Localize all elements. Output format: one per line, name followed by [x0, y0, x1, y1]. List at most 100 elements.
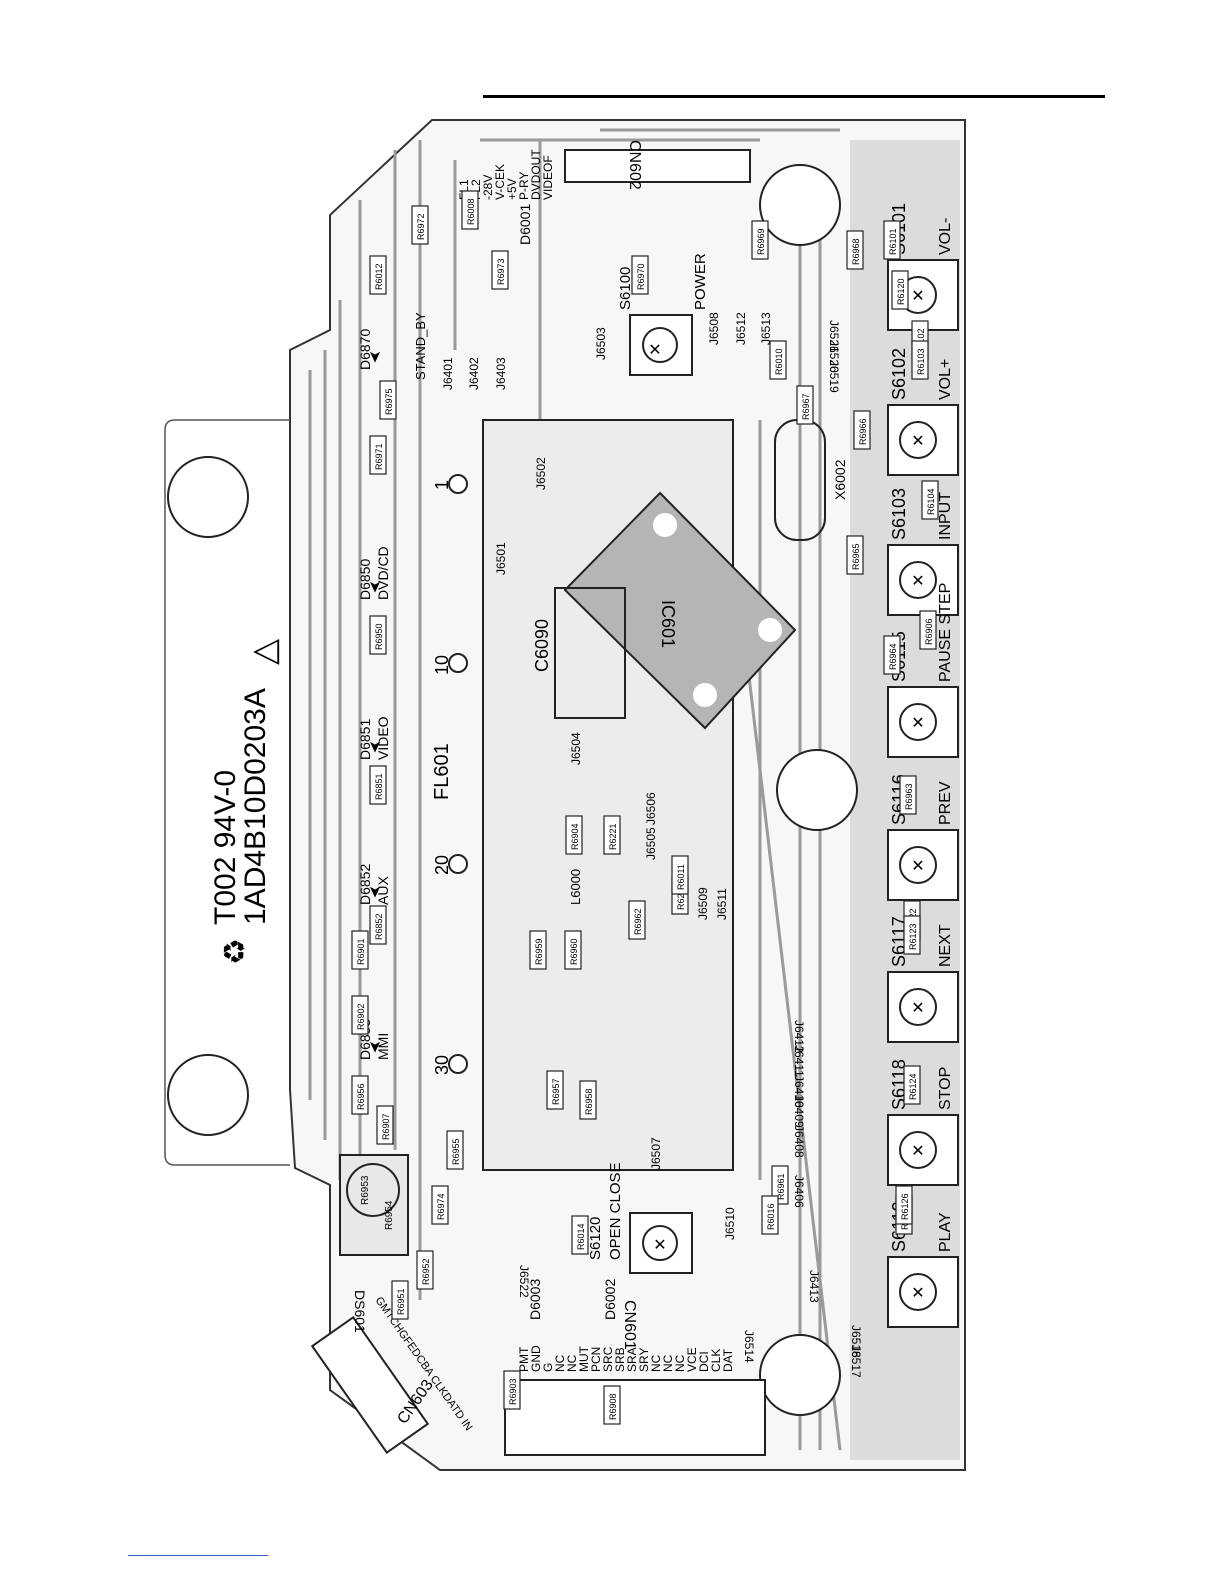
jumper-label: J6505	[644, 827, 658, 860]
resistor-body	[416, 1250, 434, 1290]
pin-number: 1	[432, 480, 452, 490]
resistor-body	[603, 815, 621, 855]
switch-actuator	[899, 561, 937, 599]
cn601-pin: CLK	[709, 1349, 723, 1372]
resistor-label: R6968	[851, 238, 861, 265]
ds601-body	[339, 1154, 409, 1256]
resistor-body	[761, 1195, 779, 1235]
resistor-body	[883, 635, 901, 675]
switch-function-label: PAUSE STEP	[937, 583, 954, 682]
diode-label: D6002	[602, 1279, 618, 1320]
pin-number: 30	[432, 1055, 452, 1075]
resistor-body	[369, 765, 387, 805]
board-tab-outline	[164, 419, 290, 1166]
cn602-pin: -28V	[481, 175, 495, 200]
jumper-label: J6410	[792, 1075, 806, 1108]
switch-body	[887, 404, 959, 476]
mounting-hole	[759, 1334, 841, 1416]
switch-actuator	[899, 1131, 937, 1169]
resistor-label: R6904	[570, 823, 580, 850]
side-switch-label: OPEN CLOSE	[607, 1162, 624, 1260]
resistor-body	[751, 220, 769, 260]
switch-actuator	[899, 421, 937, 459]
resistor-label: R6962	[633, 908, 643, 935]
switch-cross-icon: ✕	[911, 1000, 924, 1017]
resistor-body	[369, 255, 387, 295]
jumper-label: J6509	[696, 887, 710, 920]
resistor-label: R6965	[851, 543, 861, 570]
led-function-label: MMI	[375, 1033, 391, 1060]
resistor-label: R6974	[436, 1193, 446, 1220]
jumper-label: J6401	[441, 357, 455, 390]
switch-cross-icon: ✕	[911, 573, 924, 590]
cn601-pin: PCN	[589, 1347, 603, 1372]
jumper-label: J6413	[807, 1270, 821, 1303]
cn601-pin: SRY	[637, 1348, 651, 1372]
pin-number: 20	[432, 855, 452, 875]
resistor-label: R6973	[496, 258, 506, 285]
resistor-body	[919, 610, 937, 650]
jumper-label: J6520	[827, 340, 841, 373]
cn601-pin: SRA	[625, 1347, 639, 1372]
cn601-pin: SRC	[601, 1346, 615, 1372]
recycle-logo-icon: ♻	[219, 938, 252, 965]
resistor-body	[391, 1280, 409, 1320]
cn601-pin: NC	[649, 1354, 663, 1372]
jumper-label: J6519	[827, 360, 841, 393]
cn602-pin: V-CEK	[493, 164, 507, 200]
resistor-label: R6963	[904, 783, 914, 810]
resistor-body	[911, 340, 929, 380]
switch-s6120: ✕	[629, 1212, 693, 1274]
cn601-pin: DCI	[697, 1351, 711, 1372]
switch-body	[887, 544, 959, 616]
led-icon: ➤	[366, 885, 383, 898]
ds601-part: R6953	[360, 1175, 371, 1205]
resistor-label: R6852	[374, 913, 384, 940]
led-icon: ➤	[366, 740, 383, 753]
board-code-line1: T002 94V-0	[209, 770, 242, 925]
jumper-label: J6409	[792, 1095, 806, 1128]
resistor-body	[628, 900, 646, 940]
resistor-body	[903, 915, 921, 955]
led-icon: ➤	[366, 580, 383, 593]
switch-function-label: VOL+	[937, 359, 954, 400]
resistor-label: R6956	[356, 1083, 366, 1110]
footer-link-rule	[128, 1555, 268, 1556]
jumper-label: J6522	[517, 1265, 531, 1298]
resistor-label: R6961	[776, 1173, 786, 1200]
jumper-label: J6402	[467, 357, 481, 390]
jumper-label: J6521	[827, 320, 841, 353]
resistor-label: R6220	[676, 883, 686, 910]
jumper-label: J6512	[734, 312, 748, 345]
resistor-body	[503, 1370, 521, 1410]
resistor-label: R6958	[584, 1088, 594, 1115]
jumper-label: J6517	[849, 1345, 863, 1378]
switch-cross-icon: ✕	[911, 1285, 924, 1302]
resistor-label: R6907	[381, 1113, 391, 1140]
connector-cn602-label: CN602	[626, 140, 643, 190]
resistor-label: R6104	[926, 488, 936, 515]
resistor-label: R6010	[774, 348, 784, 375]
resistor-body	[769, 340, 787, 380]
resistor-label: R6016	[766, 1203, 776, 1230]
connector-cn603-body	[310, 1316, 430, 1454]
resistor-body	[351, 995, 369, 1035]
resistor-body	[796, 385, 814, 425]
jumper-label: J6507	[649, 1137, 663, 1170]
resistor-body	[883, 220, 901, 260]
switch-function-label: VOL-	[937, 218, 954, 255]
resistor-label: R6124	[908, 1073, 918, 1100]
switch-ref: S6103	[889, 488, 909, 540]
cn601-pin: PMT	[517, 1346, 531, 1372]
resistor-label: R6970	[636, 263, 646, 290]
jumper-label: J6503	[594, 327, 608, 360]
resistor-label: R6950	[374, 623, 384, 650]
jumper-label: J6510	[723, 1207, 737, 1240]
resistor-body	[379, 380, 397, 420]
switch-cross-icon: ✕	[911, 715, 924, 732]
jumper-label: J6406	[792, 1175, 806, 1208]
resistor-body	[846, 230, 864, 270]
cn601-pin: SRB	[613, 1347, 627, 1372]
misc-label: L6000	[568, 869, 583, 905]
